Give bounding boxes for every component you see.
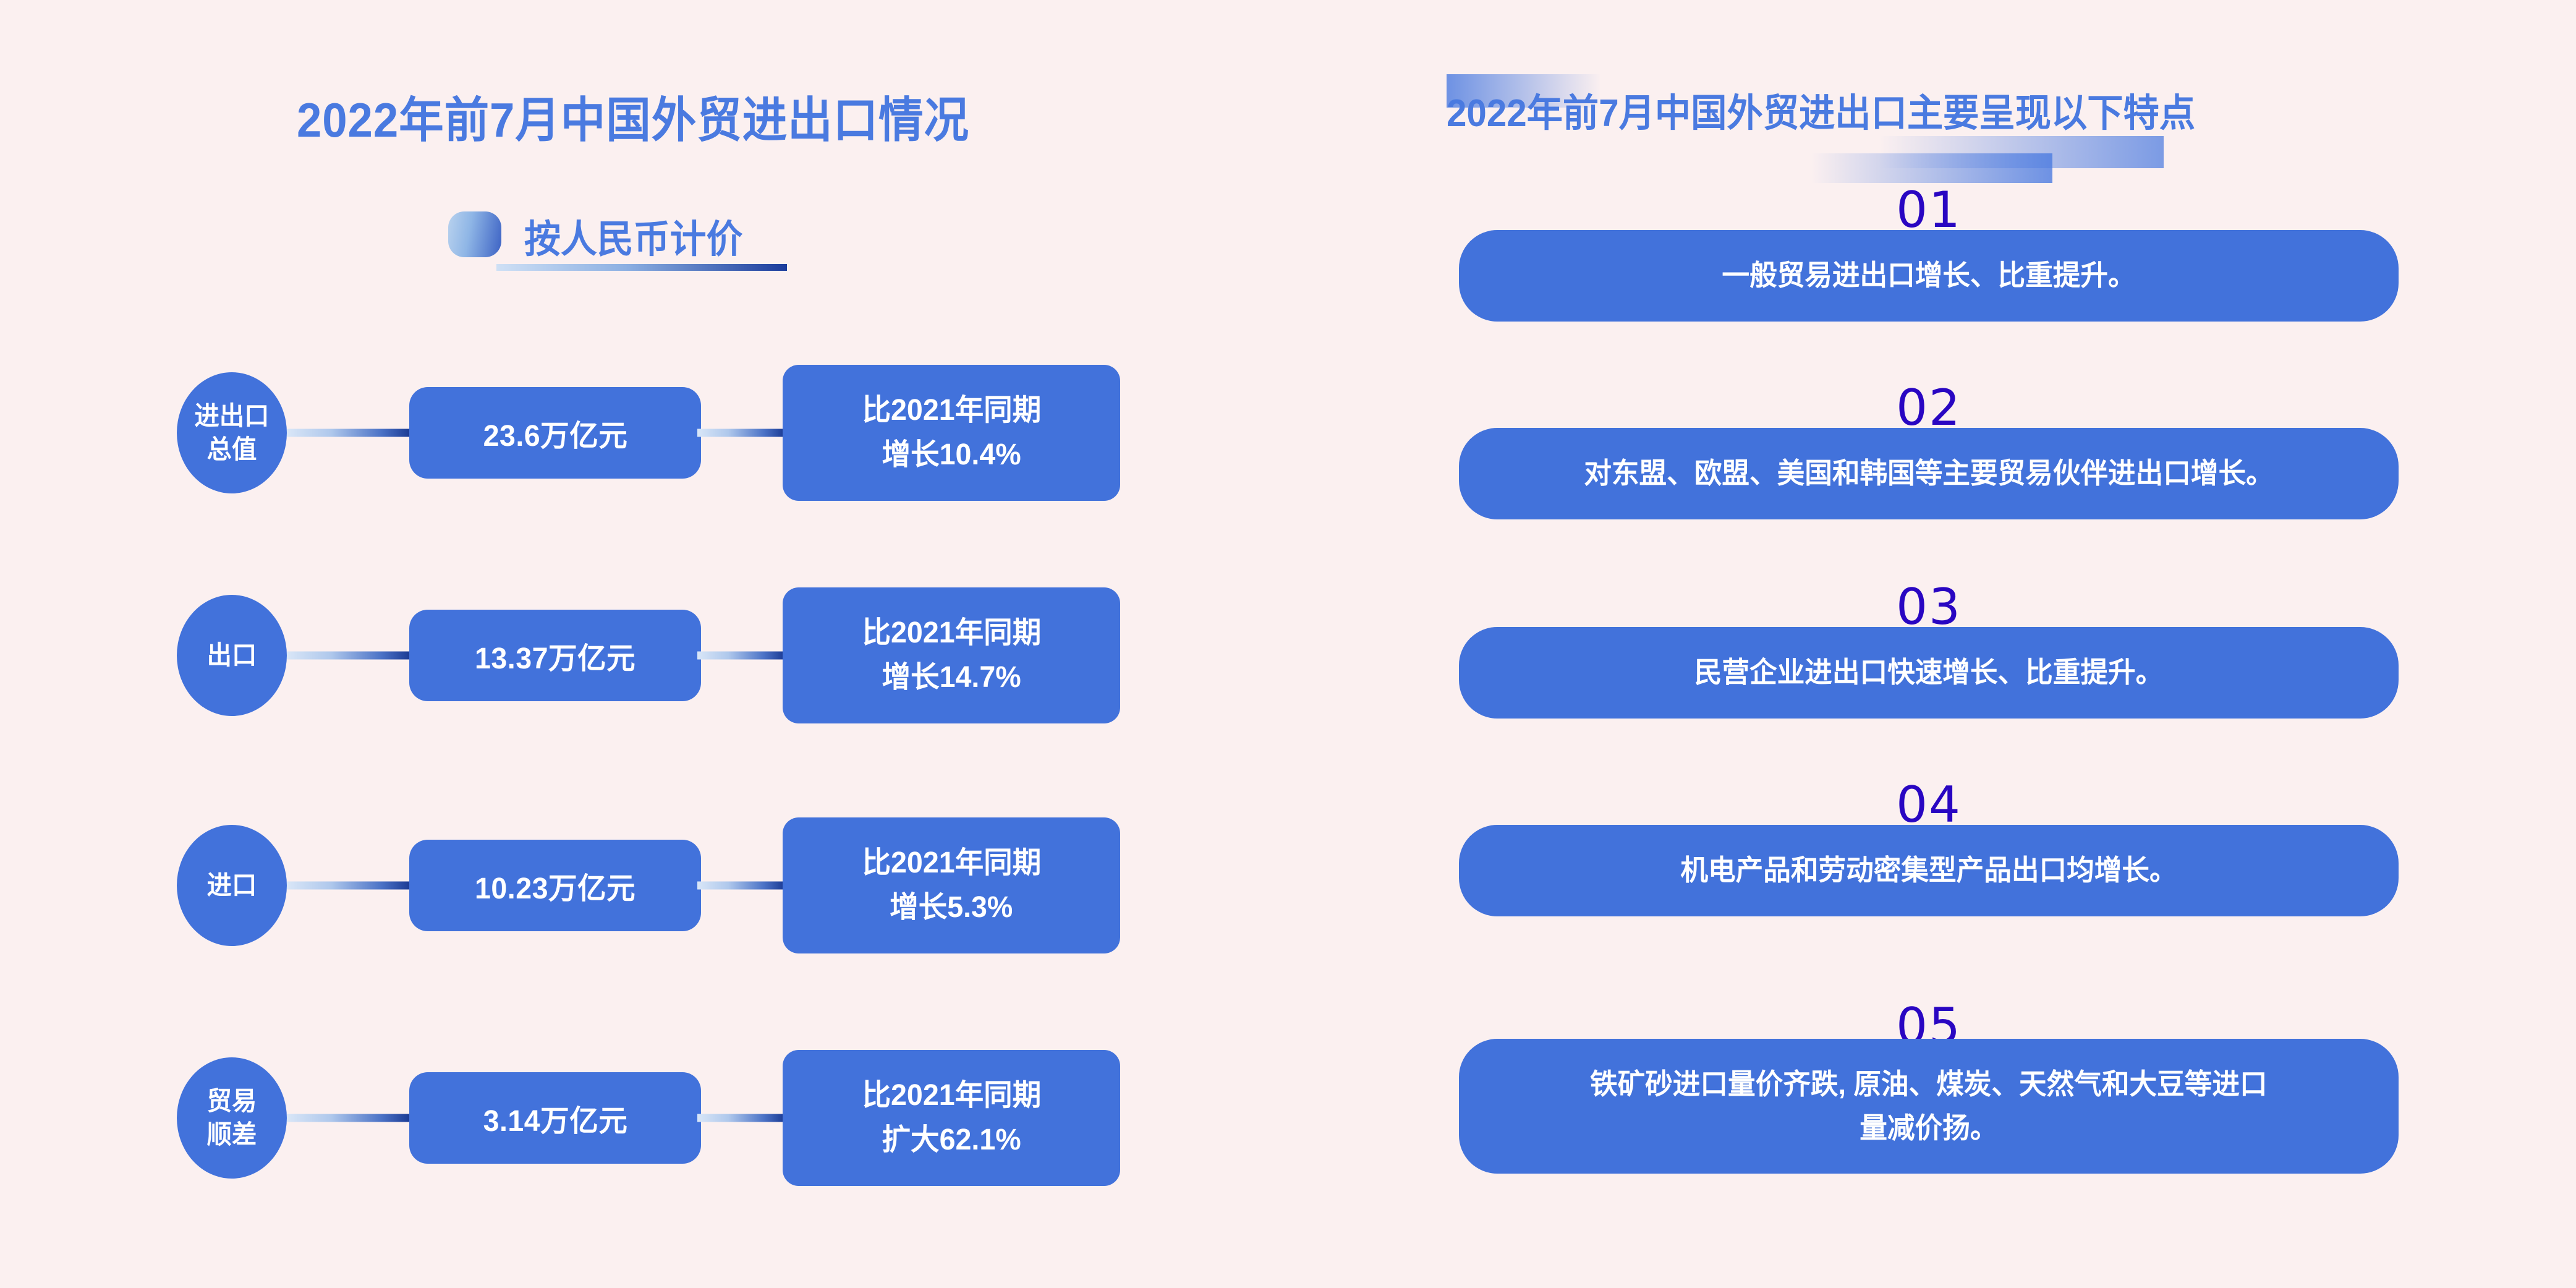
- decorative-bar-topleft: [1447, 74, 1601, 108]
- connector-line-right: [697, 429, 786, 437]
- feature-item: 03 民营企业进出口快速增长、比重提升。: [1459, 582, 2399, 719]
- row-delta-line2: 增长5.3%: [890, 891, 1013, 924]
- row-delta-line2: 增长14.7%: [882, 661, 1021, 694]
- feature-pill[interactable]: 机电产品和劳动密集型产品出口均增长。: [1459, 825, 2399, 916]
- row-label-ellipse: 进出口 总值: [177, 372, 287, 493]
- feature-number: 02: [1896, 379, 1962, 437]
- row-label-ellipse: 出口: [177, 595, 287, 716]
- row-value: 3.14万亿元: [483, 1105, 627, 1138]
- feature-text-line1: 对东盟、欧盟、美国和韩国等主要贸易伙伴进出口增长。: [1584, 457, 2274, 490]
- right-panel-title: 2022年前7月中国外贸进出口主要呈现以下特点: [1447, 92, 2196, 135]
- feature-text-line2: 量减价扬。: [1860, 1112, 1998, 1144]
- feature-text-line1: 一般贸易进出口增长、比重提升。: [1722, 259, 2136, 292]
- connector-line-left: [287, 429, 413, 437]
- feature-number: 04: [1896, 776, 1962, 834]
- connector-line-right: [697, 1114, 786, 1122]
- feature-pill[interactable]: 对东盟、欧盟、美国和韩国等主要贸易伙伴进出口增长。: [1459, 428, 2399, 519]
- row-delta-box: 比2021年同期 增长5.3%: [783, 817, 1120, 953]
- row-delta-line1: 比2021年同期: [862, 847, 1041, 879]
- left-panel: 2022年前7月中国外贸进出口情况 按人民币计价 进出口 总值 23.6万亿元 …: [0, 93, 1311, 1192]
- connector-line-left: [287, 881, 413, 890]
- row-value: 10.23万亿元: [474, 872, 636, 905]
- feature-item: 04 机电产品和劳动密集型产品出口均增长。: [1459, 780, 2399, 916]
- row-label-line1: 出口: [206, 641, 257, 670]
- row-label-line1: 进出口: [194, 401, 270, 431]
- row-label-line2: 总值: [206, 435, 257, 464]
- connector-line-left: [287, 1114, 413, 1122]
- subtitle-underline: [496, 264, 787, 271]
- row-value-box: 3.14万亿元: [409, 1072, 701, 1164]
- row-delta-line1: 比2021年同期: [862, 616, 1041, 649]
- feature-number: 03: [1896, 578, 1962, 636]
- connector-line-left: [287, 651, 413, 660]
- row-label-ellipse: 贸易 顺差: [177, 1057, 287, 1179]
- row-value-box: 13.37万亿元: [409, 610, 701, 701]
- feature-item: 02 对东盟、欧盟、美国和韩国等主要贸易伙伴进出口增长。: [1459, 383, 2399, 519]
- feature-number: 01: [1896, 181, 1962, 239]
- feature-item: 01 一般贸易进出口增长、比重提升。: [1459, 186, 2399, 322]
- data-row: 出口 13.37万亿元 比2021年同期 增长14.7%: [0, 581, 1311, 730]
- row-label-line2: 顺差: [206, 1120, 257, 1149]
- decorative-bar-bottomright-lower: [1811, 153, 2052, 183]
- row-delta-box: 比2021年同期 增长14.7%: [783, 587, 1120, 723]
- feature-pill[interactable]: 民营企业进出口快速增长、比重提升。: [1459, 627, 2399, 719]
- feature-text: 民营企业进出口快速增长、比重提升。: [1687, 650, 2170, 694]
- connector-line-right: [697, 881, 786, 890]
- feature-text: 机电产品和劳动密集型产品出口均增长。: [1673, 848, 2185, 892]
- feature-text-line1: 机电产品和劳动密集型产品出口均增长。: [1680, 854, 2177, 887]
- feature-text-line1: 民营企业进出口快速增长、比重提升。: [1694, 656, 2164, 689]
- row-delta-line1: 比2021年同期: [862, 394, 1041, 427]
- connector-line-right: [697, 651, 786, 660]
- row-delta-line2: 增长10.4%: [882, 438, 1021, 471]
- feature-pill[interactable]: 铁矿砂进口量价齐跌, 原油、煤炭、天然气和大豆等进口 量减价扬。: [1459, 1039, 2399, 1174]
- feature-text: 铁矿砂进口量价齐跌, 原油、煤炭、天然气和大豆等进口 量减价扬。: [1579, 1062, 2278, 1151]
- subtitle-label: 按人民币计价: [524, 218, 743, 261]
- row-value-box: 23.6万亿元: [409, 387, 701, 479]
- row-delta-box: 比2021年同期 增长10.4%: [783, 365, 1120, 501]
- feature-item: 05 铁矿砂进口量价齐跌, 原油、煤炭、天然气和大豆等进口 量减价扬。: [1459, 1002, 2399, 1187]
- data-row: 进出口 总值 23.6万亿元 比2021年同期 增长10.4%: [0, 359, 1311, 507]
- row-label-line1: 进口: [206, 871, 257, 900]
- subtitle-group: 按人民币计价: [448, 204, 819, 278]
- feature-text: 一般贸易进出口增长、比重提升。: [1715, 254, 2142, 297]
- data-row: 贸易 顺差 3.14万亿元 比2021年同期 扩大62.1%: [0, 1044, 1311, 1192]
- row-delta-box: 比2021年同期 扩大62.1%: [783, 1050, 1120, 1186]
- right-panel: 2022年前7月中国外贸进出口主要呈现以下特点 01 一般贸易进出口增长、比重提…: [1311, 0, 2576, 1288]
- row-value: 13.37万亿元: [474, 642, 636, 675]
- right-panel-header: 2022年前7月中国外贸进出口主要呈现以下特点: [1447, 68, 2497, 186]
- row-value: 23.6万亿元: [483, 420, 627, 453]
- row-value-box: 10.23万亿元: [409, 840, 701, 931]
- feature-text: 对东盟、欧盟、美国和韩国等主要贸易伙伴进出口增长。: [1573, 451, 2284, 495]
- row-label-line1: 贸易: [206, 1086, 257, 1116]
- left-panel-title: 2022年前7月中国外贸进出口情况: [297, 93, 970, 147]
- data-row: 进口 10.23万亿元 比2021年同期 增长5.3%: [0, 811, 1311, 960]
- row-delta-line1: 比2021年同期: [862, 1079, 1041, 1112]
- row-delta-line2: 扩大62.1%: [882, 1124, 1021, 1156]
- feature-text-line1: 铁矿砂进口量价齐跌, 原油、煤炭、天然气和大豆等进口: [1590, 1067, 2268, 1100]
- subtitle-pill-icon: [448, 211, 501, 257]
- feature-pill[interactable]: 一般贸易进出口增长、比重提升。: [1459, 230, 2399, 322]
- row-label-ellipse: 进口: [177, 825, 287, 946]
